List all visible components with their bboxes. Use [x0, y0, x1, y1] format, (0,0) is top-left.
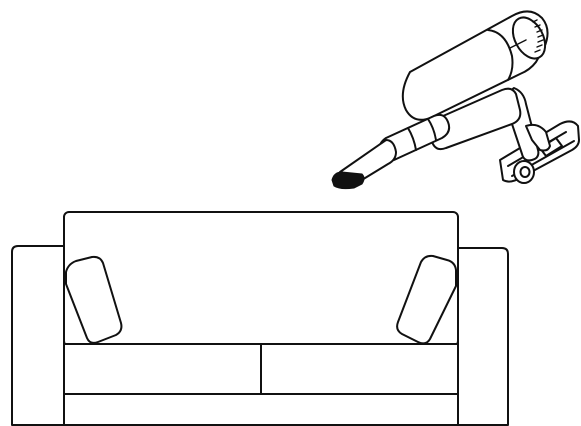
sofa	[11, 211, 509, 426]
sofa-left-armrest	[11, 245, 65, 426]
canister-vents	[532, 19, 544, 53]
tube-collar-2	[427, 118, 437, 141]
brush-head-wheel-hub	[519, 166, 531, 178]
sofa-left-pillow	[65, 255, 123, 344]
tube-collar	[407, 127, 417, 151]
handheld-vacuum	[331, 10, 580, 190]
sofa-base	[63, 393, 459, 426]
vacuum-brush-head	[499, 120, 580, 184]
nozzle-tip	[331, 171, 365, 190]
vacuum-canister	[401, 10, 549, 121]
vacuum-trigger	[525, 123, 551, 152]
brand-logo	[509, 39, 527, 49]
canister-end-cap	[511, 16, 547, 60]
vacuum-motor-body	[431, 87, 522, 151]
canister-seam	[487, 29, 514, 81]
brush-head-joint	[539, 137, 563, 157]
sofa-right-armrest	[457, 247, 509, 426]
